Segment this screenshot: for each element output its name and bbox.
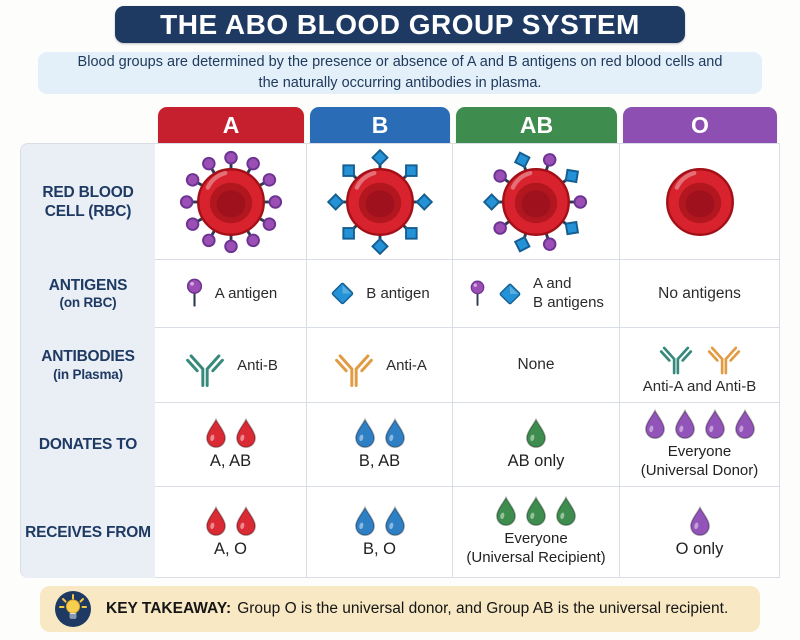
row-label-receives-text: RECEIVES FROM: [25, 523, 151, 541]
a-antigen-icon: [186, 278, 202, 307]
column-header-ab: AB: [456, 107, 617, 143]
blood-drop-icon: [384, 418, 405, 449]
blood-drop-icon: [674, 408, 695, 439]
blood-drop-icon: [704, 408, 725, 439]
receives-o-text: O only: [675, 539, 724, 558]
drops-group: [353, 418, 407, 449]
donates-ab-text: AB only: [507, 452, 565, 470]
drops-group: [494, 496, 578, 527]
table-corner: [20, 107, 155, 143]
column-header-o: O: [623, 107, 777, 143]
column-header-b: B: [310, 107, 450, 143]
donates-o-text: Everyone (Universal Donor): [640, 442, 759, 479]
row-label-antibodies-sub: (in Plasma): [53, 366, 123, 382]
cell-antigens-o: No antigens: [620, 260, 780, 328]
rbc-with-a-antigens-illustration: [179, 150, 282, 253]
drops-group: [688, 505, 712, 537]
cell-rbc-o: [620, 143, 780, 260]
row-label-antigens-text: ANTIGENS: [48, 276, 128, 294]
key-takeaway-label: KEY TAKEAWAY:: [106, 600, 232, 617]
antigens-o-text: No antigens: [658, 284, 741, 302]
anti-a-antibody-icon: [335, 353, 373, 387]
cell-receives-o: O only: [620, 487, 780, 578]
key-takeaway-text: KEY TAKEAWAY: Group O is the universal do…: [106, 600, 728, 618]
blood-drop-icon: [644, 408, 665, 439]
cell-rbc-a: [155, 143, 307, 260]
cell-rbc-b: [307, 143, 453, 260]
rbc-with-ab-antigens-illustration: [483, 150, 588, 253]
receives-b-text: B, O: [362, 539, 396, 558]
receives-a-text: A, O: [213, 539, 247, 558]
antigens-b-text: B antigen: [366, 285, 430, 302]
row-label-rbc-text: RED BLOOD CELL (RBC): [42, 183, 134, 220]
anti-b-antibody-icon: [659, 346, 692, 374]
blood-drop-icon: [526, 418, 546, 449]
page-title: THE ABO BLOOD GROUP SYSTEM: [115, 6, 685, 43]
cell-antigens-b: B antigen: [307, 260, 453, 328]
cell-receives-a: A, O: [155, 487, 307, 578]
cell-antigens-ab: A and B antigens: [453, 260, 620, 328]
cell-donates-o: Everyone (Universal Donor): [620, 403, 780, 487]
blood-drop-icon: [734, 408, 755, 439]
b-antigen-icon: [499, 283, 521, 304]
row-label-antigens: ANTIGENS (on RBC): [20, 260, 155, 328]
row-label-antibodies: ANTIBODIES (in Plasma): [20, 328, 155, 403]
anti-b-antibody-icon: [186, 353, 224, 387]
antibody-icons-row: [657, 336, 743, 376]
row-label-donates-text: DONATES TO: [38, 436, 138, 454]
cell-rbc-ab: [453, 143, 620, 260]
blood-drop-icon: [384, 505, 405, 536]
drops-group: [524, 418, 548, 449]
donates-b-text: B, AB: [358, 452, 401, 470]
drops-group: [204, 418, 258, 449]
lightbulb-icon: [55, 591, 91, 627]
cell-receives-b: B, O: [307, 487, 453, 578]
receives-ab-text: Everyone (Universal Recipient): [466, 530, 606, 566]
subtitle: Blood groups are determined by the prese…: [38, 52, 762, 94]
cell-antigens-a: A antigen: [155, 260, 307, 328]
cell-donates-b: B, AB: [307, 403, 453, 487]
row-label-antibodies-text: ANTIBODIES: [41, 348, 135, 366]
drops-group: [643, 408, 757, 440]
drops-group: [353, 505, 407, 537]
blood-drop-icon: [526, 496, 546, 527]
drops-group: [204, 505, 258, 537]
key-takeaway-banner: KEY TAKEAWAY: Group O is the universal do…: [40, 586, 760, 632]
blood-drop-icon: [235, 505, 256, 536]
rbc-no-antigens-illustration: [665, 167, 734, 236]
blood-drop-icon: [689, 505, 710, 536]
cell-antibodies-b: Anti-A: [307, 328, 453, 403]
cell-antibodies-ab: None: [453, 328, 620, 403]
antibodies-o-text: Anti-A and Anti-B: [642, 377, 757, 395]
donates-a-text: A, AB: [209, 452, 252, 470]
blood-drop-icon: [354, 418, 375, 449]
cell-donates-ab: AB only: [453, 403, 620, 487]
rbc-with-b-antigens-illustration: [326, 148, 433, 255]
antibodies-a-text: Anti-B: [237, 356, 278, 374]
anti-a-antibody-icon: [707, 346, 740, 374]
cell-antibodies-o: Anti-A and Anti-B: [620, 328, 780, 403]
blood-drop-icon: [235, 418, 256, 449]
blood-drop-icon: [205, 418, 226, 449]
b-antigen-icon: [332, 282, 354, 305]
key-takeaway-body: Group O is the universal donor, and Grou…: [237, 600, 729, 617]
row-label-antigens-sub: (on RBC): [59, 295, 117, 311]
antigens-ab-text: A and B antigens: [533, 274, 604, 311]
column-header-a: A: [158, 107, 304, 143]
blood-drop-icon: [496, 496, 516, 527]
blood-drop-icon: [556, 496, 576, 527]
cell-antibodies-a: Anti-B: [155, 328, 307, 403]
cell-receives-ab: Everyone (Universal Recipient): [453, 487, 620, 578]
a-antigen-icon: [470, 280, 485, 306]
row-label-receives-from: RECEIVES FROM: [20, 487, 155, 578]
blood-drop-icon: [354, 505, 375, 536]
cell-donates-a: A, AB: [155, 403, 307, 487]
blood-drop-icon: [205, 505, 226, 536]
antibodies-ab-text: None: [517, 356, 555, 373]
row-label-rbc: RED BLOOD CELL (RBC): [20, 143, 155, 260]
antigens-a-text: A antigen: [214, 285, 278, 302]
blood-group-table: A B AB O RED BLOOD CELL (RBC) ANTIGENS (…: [20, 107, 780, 578]
antibodies-b-text: Anti-A: [386, 356, 427, 374]
row-label-donates-to: DONATES TO: [20, 403, 155, 487]
